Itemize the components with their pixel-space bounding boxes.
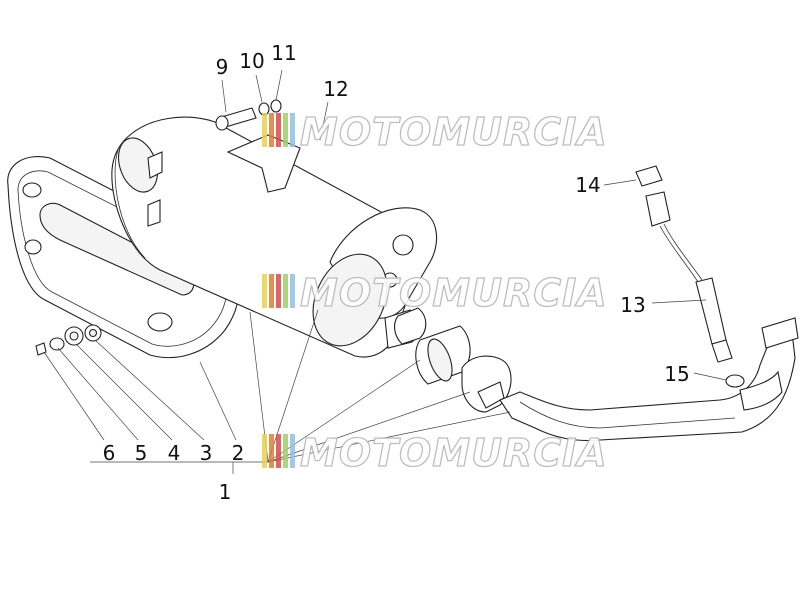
sensor-connector — [645, 191, 671, 227]
wm-stripe — [283, 274, 288, 308]
callout-4: 4 — [168, 441, 181, 465]
top-fasteners — [215, 99, 282, 131]
watermark-top: MOTOMURCIA — [262, 109, 608, 155]
sensor-body-13 — [695, 277, 727, 345]
wm-stripe — [276, 434, 281, 468]
shield-hole-bottom — [24, 239, 42, 255]
muffler — [111, 116, 438, 358]
watermark-bottom: MOTOMURCIA — [262, 430, 608, 476]
wm-stripe — [283, 113, 288, 147]
wm-stripe — [276, 113, 281, 147]
callout-9: 9 — [216, 55, 229, 79]
callout-10: 10 — [239, 49, 264, 73]
callout-6: 6 — [103, 441, 116, 465]
wm-stripe — [262, 113, 267, 147]
wm-stripe — [262, 274, 267, 308]
washer-5 — [49, 337, 65, 351]
callout-12: 12 — [323, 77, 348, 101]
heat-shield — [7, 156, 240, 359]
muffler-bracket — [226, 134, 301, 193]
callout-5: 5 — [135, 441, 148, 465]
wm-stripe — [283, 434, 288, 468]
watermark-text: MOTOMURCIA — [300, 271, 608, 315]
wm-stripe — [269, 274, 274, 308]
wm-stripe — [262, 434, 267, 468]
exhaust-pipe — [499, 317, 799, 441]
exhaust-flange — [761, 317, 799, 349]
shield-hole-top — [22, 182, 42, 198]
wm-stripe — [290, 113, 295, 147]
shield-bolt-hole — [147, 312, 173, 332]
wm-stripe — [269, 434, 274, 468]
wm-stripe — [290, 434, 295, 468]
joint-parts — [393, 307, 512, 413]
callout-1: 1 — [219, 480, 232, 504]
callout-15: 15 — [664, 362, 689, 386]
washer-11 — [270, 99, 282, 113]
wm-stripe — [269, 113, 274, 147]
screw-6 — [35, 342, 47, 356]
shield-fasteners — [35, 324, 102, 356]
watermark-text: MOTOMURCIA — [300, 431, 608, 475]
wm-stripe — [290, 274, 295, 308]
callout-11: 11 — [271, 41, 296, 65]
lambda-sensor — [635, 165, 745, 388]
connector-cap-14 — [635, 165, 663, 187]
wm-stripe — [276, 274, 281, 308]
sealing-ring-15 — [725, 374, 745, 388]
callout-labels: 1 2 3 4 5 6 9 10 11 12 13 14 15 — [103, 41, 690, 504]
callout-2: 2 — [232, 441, 245, 465]
callout-3: 3 — [200, 441, 213, 465]
callout-14: 14 — [575, 173, 600, 197]
watermark-text: MOTOMURCIA — [300, 110, 608, 154]
watermark-middle: MOTOMURCIA — [262, 270, 608, 316]
callout-13: 13 — [620, 293, 645, 317]
